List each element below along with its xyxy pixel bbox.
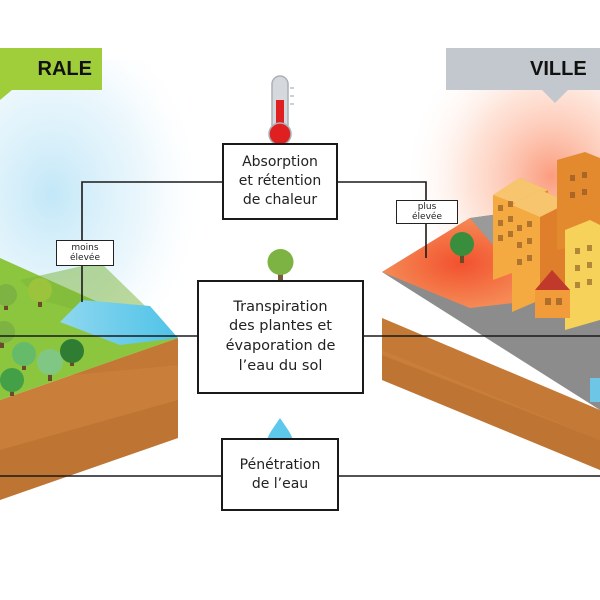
city-tag-pointer	[542, 90, 568, 103]
thermometer-icon	[268, 75, 294, 146]
city-terrain-block	[382, 152, 600, 470]
higher-note: plus élevée	[396, 200, 458, 224]
water-penetration-box: Pénétration de l’eau	[221, 438, 339, 511]
rural-terrain-block	[0, 258, 178, 500]
city-buildings	[493, 152, 600, 330]
heat-retention-box: Absorption et rétention de chaleur	[222, 143, 338, 220]
tree-icon	[267, 249, 294, 280]
rural-label: RALE	[0, 48, 102, 90]
lower-note: moins élevée	[56, 240, 114, 266]
transpiration-box: Transpiration des plantes et évaporation…	[197, 280, 364, 394]
rural-trees	[0, 278, 84, 396]
rural-tag-pointer	[0, 90, 12, 100]
city-label: VILLE	[446, 48, 600, 90]
